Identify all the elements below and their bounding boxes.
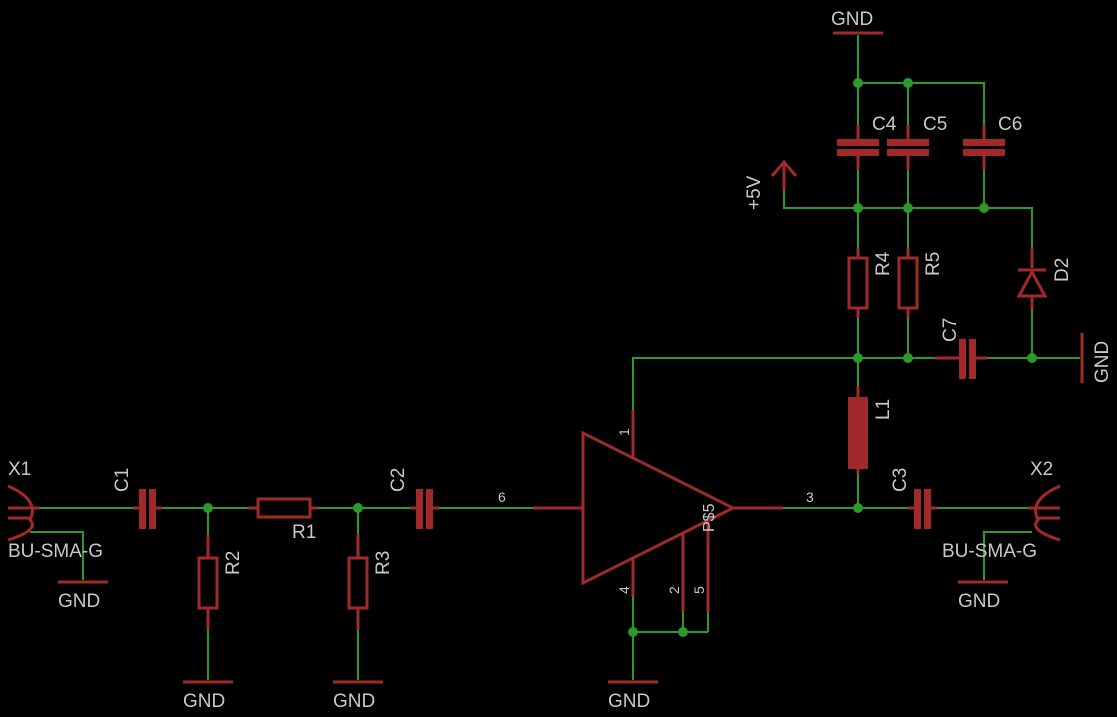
junction <box>853 503 863 513</box>
pin-label-2: 2 <box>666 586 682 594</box>
wire-gnd-rail-top <box>857 35 985 125</box>
capacitor-c5 <box>887 125 929 170</box>
label-c7: C7 <box>940 318 961 342</box>
pin-label-5: 5 <box>691 586 707 594</box>
pin-label-6: 6 <box>498 489 506 505</box>
junction <box>979 203 989 213</box>
label-r3: R3 <box>373 551 394 575</box>
gnd-label-x2: GND <box>958 591 1000 612</box>
label-x1-value: BU-SMA-G <box>8 541 103 562</box>
label-x2-value: BU-SMA-G <box>942 541 1037 562</box>
junction <box>903 353 913 363</box>
label-r5: R5 <box>923 252 944 276</box>
parts <box>7 31 1084 684</box>
resistor-r4 <box>847 248 869 318</box>
label-x1: X1 <box>8 459 31 480</box>
amplifier-ps5 <box>533 410 783 612</box>
resistor-r5 <box>897 248 919 318</box>
gnd-label-c7: GND <box>1092 341 1113 383</box>
gnd-label-top: GND <box>831 9 873 30</box>
connector-x1 <box>7 484 40 542</box>
gnd-symbols <box>58 31 1084 684</box>
wire-x1-gnd <box>30 531 84 580</box>
capacitor-c6 <box>963 125 1005 170</box>
connector-x2 <box>1028 484 1061 542</box>
wire-amp-supply <box>632 357 935 410</box>
junction <box>678 627 688 637</box>
label-c4: C4 <box>872 114 897 135</box>
resistor-r2 <box>197 534 219 630</box>
junction <box>353 503 363 513</box>
capacitor-c1 <box>133 489 162 529</box>
junctions <box>203 78 1037 637</box>
wire-x2-gnd <box>983 531 1032 580</box>
junction <box>628 627 638 637</box>
label-d2: D2 <box>1052 258 1073 282</box>
gnd-label-r3: GND <box>333 691 375 712</box>
junction <box>853 203 863 213</box>
diode-d2 <box>1016 248 1048 310</box>
junction <box>1027 353 1037 363</box>
labels: X1 BU-SMA-G X2 BU-SMA-G C1 C2 C3 C7 C4 C… <box>8 9 1113 712</box>
resistor-r1 <box>248 497 318 519</box>
pin-label-4: 4 <box>616 586 632 594</box>
capacitor-c7 <box>935 339 987 379</box>
junction <box>853 78 863 88</box>
label-c6: C6 <box>998 114 1022 135</box>
label-c2: C2 <box>388 468 409 492</box>
junction <box>203 503 213 513</box>
junction <box>903 203 913 213</box>
label-r2: R2 <box>223 551 244 575</box>
label-l1: L1 <box>873 399 894 420</box>
label-x2: X2 <box>1030 459 1053 480</box>
label-c1: C1 <box>112 468 133 492</box>
pin-label-3: 3 <box>806 489 814 505</box>
label-r1: R1 <box>292 522 316 543</box>
capacitor-c4 <box>837 125 879 170</box>
gnd-label-r2: GND <box>183 691 225 712</box>
label-amp: P$5 <box>701 503 718 532</box>
capacitor-c2 <box>410 489 439 529</box>
inductor-l1 <box>848 386 868 474</box>
label-c3: C3 <box>890 468 911 492</box>
junction <box>903 78 913 88</box>
pin-label-1: 1 <box>616 428 632 436</box>
label-r4: R4 <box>873 251 894 276</box>
gnd-label-x1: GND <box>58 591 100 612</box>
vcc-label: +5V <box>744 175 765 210</box>
vcc-symbol <box>770 159 798 190</box>
label-c5: C5 <box>923 114 947 135</box>
resistor-r3 <box>347 534 369 630</box>
capacitor-c3 <box>908 489 937 529</box>
gnd-label-amp: GND <box>608 691 650 712</box>
junction <box>853 353 863 363</box>
